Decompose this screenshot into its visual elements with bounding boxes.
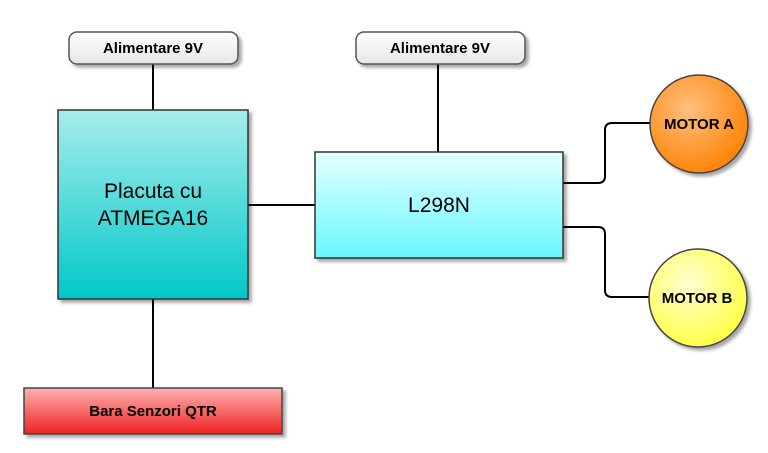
atmega-board: Placuta cu ATMEGA16 <box>57 109 249 300</box>
power-supply-right-label: Alimentare 9V <box>390 40 490 57</box>
sensor-bar-label: Bara Senzori QTR <box>89 403 217 420</box>
motor-b: MOTOR B <box>648 248 748 348</box>
connector-driver-motor-b <box>563 226 650 298</box>
motor-a: MOTOR A <box>649 74 749 174</box>
connectors <box>152 64 650 388</box>
motor-a-label: MOTOR A <box>664 116 734 133</box>
atmega-board-label-line1: Placuta cu <box>104 180 202 203</box>
power-supply-left: Alimentare 9V <box>68 31 239 65</box>
sensor-bar: Bara Senzori QTR <box>23 387 283 435</box>
atmega-board-label-line2: ATMEGA16 <box>98 207 208 230</box>
motor-b-label: MOTOR B <box>662 290 733 307</box>
l298n-driver-label: L298N <box>408 194 470 217</box>
power-supply-left-label: Alimentare 9V <box>103 40 203 57</box>
l298n-driver: L298N <box>314 151 564 259</box>
power-supply-right: Alimentare 9V <box>355 31 526 65</box>
connector-driver-motor-a <box>563 122 650 184</box>
